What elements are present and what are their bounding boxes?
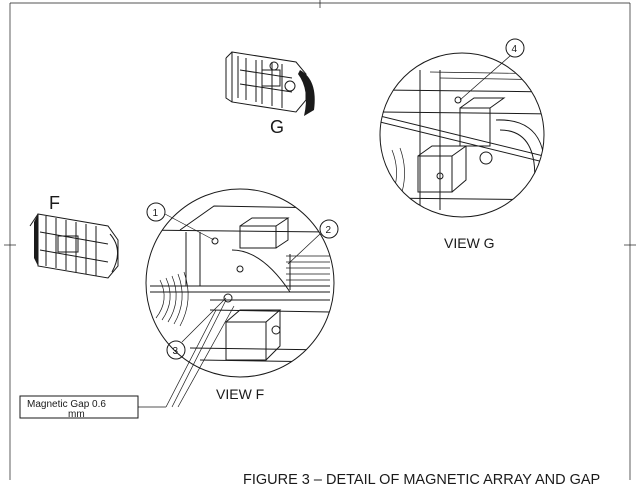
balloon-3: 3 (166, 297, 227, 360)
view-f-detail (145, 188, 335, 378)
balloon-2: 2 (287, 219, 339, 265)
svg-text:3: 3 (173, 346, 179, 357)
part-f-thumbnail (29, 213, 119, 279)
part-g-thumbnail (225, 51, 315, 116)
svg-text:2: 2 (326, 225, 332, 236)
balloon-4: 4 (459, 38, 525, 101)
callout-line-1: Magnetic Gap 0.6 (27, 399, 106, 410)
figure-caption: FIGURE 3 – DETAIL OF MAGNETIC ARRAY AND … (243, 472, 600, 488)
view-g-title: VIEW G (444, 235, 495, 251)
view-f-title: VIEW F (216, 386, 264, 402)
balloon-1: 1 (146, 202, 215, 241)
view-g-detail (379, 52, 545, 218)
gap-callout: Magnetic Gap 0.6 mm (19, 299, 235, 420)
view-f-marker: F (49, 193, 60, 213)
sheet-border (4, 0, 636, 480)
svg-text:1: 1 (153, 208, 159, 219)
svg-text:4: 4 (512, 44, 518, 55)
callout-line-2: mm (68, 409, 85, 420)
view-g-marker: G (270, 117, 284, 137)
